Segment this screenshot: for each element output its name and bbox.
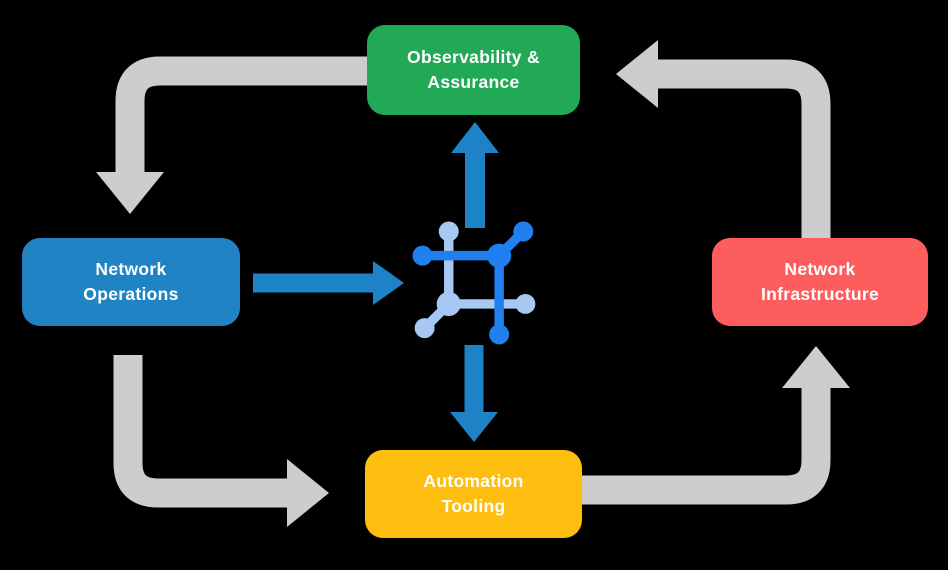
node-label-line: Network xyxy=(95,259,167,280)
node-label-line: Tooling xyxy=(441,496,506,516)
arrow-infrastructure-to-observability xyxy=(616,40,831,238)
node-label-line: Observability & xyxy=(407,47,540,68)
network-mesh-icon-light-nodes xyxy=(414,221,536,339)
network-mesh-icon-bright-nodes xyxy=(412,221,534,345)
node-label-line: Assurance xyxy=(427,72,520,92)
arrow-operations-to-automation xyxy=(113,355,329,527)
node-network-infrastructure: Network Infrastructure xyxy=(712,238,928,326)
arrow-operations-to-icon xyxy=(253,261,404,305)
node-observability-assurance: Observability & Assurance xyxy=(367,25,580,115)
node-network-operations: Network Operations xyxy=(22,238,240,326)
node-automation-tooling: Automation Tooling xyxy=(365,450,582,538)
node-label-line: Operations xyxy=(83,284,179,304)
arrow-observability-to-operations xyxy=(96,56,367,214)
node-label-line: Infrastructure xyxy=(761,284,879,304)
node-label-line: Network xyxy=(784,259,856,280)
node-label-line: Automation xyxy=(423,471,524,492)
arrow-icon-to-observability xyxy=(451,122,499,228)
network-mesh-icon xyxy=(412,221,536,345)
arrow-icon-to-automation xyxy=(450,345,498,442)
arrow-automation-to-infrastructure xyxy=(582,346,850,505)
